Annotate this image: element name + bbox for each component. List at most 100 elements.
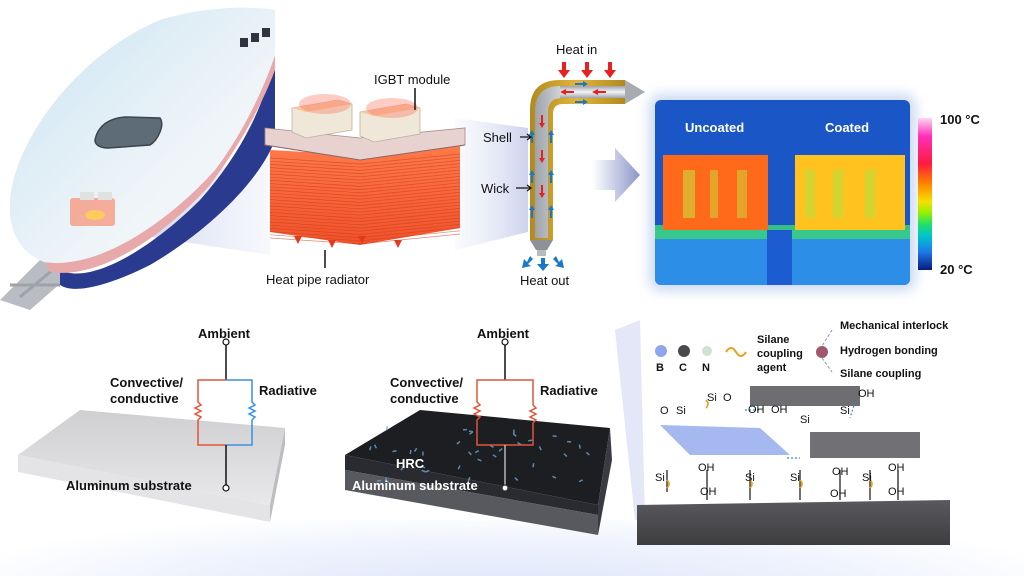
scale-max-label: 100 °C bbox=[940, 112, 980, 127]
legend-silane-1: Silane bbox=[757, 334, 790, 346]
heat-out-label: Heat out bbox=[520, 273, 570, 288]
fin-line bbox=[269, 224, 461, 235]
hrc-fleck bbox=[369, 446, 372, 451]
hrc-fleck bbox=[512, 433, 517, 437]
hrc-fleck bbox=[457, 465, 461, 470]
thermal-image: Uncoated Coated bbox=[655, 100, 910, 285]
fin-line bbox=[269, 153, 461, 165]
fin-line bbox=[269, 188, 461, 200]
legend-silane-2: coupling bbox=[757, 348, 803, 360]
uncoated-label: Uncoated bbox=[685, 120, 745, 135]
chem-oh: OH bbox=[748, 404, 765, 416]
hrc-fleck bbox=[409, 449, 412, 455]
fin-line bbox=[269, 198, 461, 210]
heat-in-label: Heat in bbox=[556, 42, 598, 57]
fin-line bbox=[269, 192, 461, 203]
legend-c: C bbox=[679, 362, 687, 374]
hrc-fleck bbox=[538, 446, 542, 451]
chem-oh: OH bbox=[858, 388, 875, 400]
hrc-fleck bbox=[413, 447, 418, 452]
hrc-fleck bbox=[463, 428, 468, 431]
fin-line bbox=[269, 172, 461, 184]
fin-line bbox=[269, 166, 461, 178]
chem-si: Si bbox=[655, 472, 665, 484]
fin-line bbox=[269, 179, 461, 190]
fin-line bbox=[269, 201, 461, 213]
wick-label: Wick bbox=[481, 181, 510, 196]
legend-n: N bbox=[702, 362, 710, 374]
fin-line bbox=[269, 211, 461, 222]
hrc-fleck bbox=[552, 475, 557, 479]
hrc-fleck bbox=[400, 466, 404, 471]
hrc-fleck bbox=[422, 451, 424, 456]
legend-mechanical-interlock: Mechanical interlock bbox=[840, 320, 949, 332]
hrc-fleck bbox=[514, 477, 519, 481]
hrc-fleck bbox=[532, 463, 535, 468]
conductive-label-coated: conductive bbox=[390, 391, 459, 406]
hrc-fleck bbox=[456, 440, 461, 445]
fin-line bbox=[269, 217, 461, 229]
hrc-fleck bbox=[392, 450, 397, 453]
aluminum-substrate-label-coated: Aluminum substrate bbox=[352, 478, 478, 493]
chem-oh: OH bbox=[830, 488, 847, 500]
chem-si: Si bbox=[800, 414, 810, 426]
radiative-label-bare: Radiative bbox=[259, 383, 317, 398]
hrc-fleck bbox=[421, 469, 426, 473]
heat-pipe-radiator-label: Heat pipe radiator bbox=[266, 272, 370, 287]
hrc-fleck bbox=[425, 469, 430, 473]
chem-si: Si bbox=[790, 472, 800, 484]
hrc-fleck bbox=[498, 448, 503, 452]
igbt-module-label: IGBT module bbox=[374, 72, 451, 87]
fin-line bbox=[269, 182, 461, 194]
temperature-colorbar bbox=[918, 118, 932, 270]
hrc-fleck bbox=[386, 426, 388, 431]
fin-line bbox=[269, 220, 461, 232]
hrc-fleck bbox=[585, 451, 590, 456]
aluminum-substrate-label-bare: Aluminum substrate bbox=[66, 478, 192, 493]
hrc-fleck bbox=[578, 479, 584, 483]
hrc-fleck bbox=[552, 435, 557, 438]
fin-line bbox=[269, 214, 461, 226]
boron-atom-icon bbox=[655, 345, 667, 357]
fin-line bbox=[269, 176, 461, 187]
hrc-fleck bbox=[376, 479, 382, 482]
legend-silane-coupling: Silane coupling bbox=[840, 368, 922, 380]
hrc-fleck bbox=[386, 480, 391, 485]
hrc-fleck bbox=[567, 440, 572, 443]
chem-oh: OH bbox=[888, 486, 905, 498]
fin-line bbox=[269, 163, 461, 174]
fin-line bbox=[269, 160, 461, 171]
chem-oh: OH bbox=[771, 404, 788, 416]
hrc-fleck bbox=[467, 476, 471, 482]
hrc-fleck bbox=[384, 477, 388, 482]
hrc-fleck bbox=[474, 450, 480, 454]
chem-si: Si bbox=[745, 472, 755, 484]
hrc-fleck bbox=[513, 429, 515, 434]
shell-label: Shell bbox=[483, 130, 512, 145]
scale-min-label: 20 °C bbox=[940, 262, 973, 277]
chem-si: Si bbox=[707, 392, 717, 404]
convective-label-bare: Convective/ bbox=[110, 375, 183, 390]
hrc-fleck bbox=[528, 439, 533, 442]
radiative-label-coated: Radiative bbox=[540, 383, 598, 398]
hrc-fleck bbox=[578, 444, 581, 449]
thermal-radiators bbox=[655, 155, 910, 285]
chem-si: Si bbox=[862, 472, 872, 484]
convective-label-coated: Convective/ bbox=[390, 375, 463, 390]
chem-oh: OH bbox=[832, 466, 849, 478]
chem-o: O bbox=[660, 405, 669, 417]
hrc-fleck bbox=[477, 458, 482, 462]
fin-line bbox=[269, 156, 461, 168]
legend-silane-3: agent bbox=[757, 362, 787, 374]
chem-si: Si bbox=[676, 405, 686, 417]
carbon-atom-icon bbox=[678, 345, 690, 357]
hrc-fleck bbox=[468, 451, 472, 456]
nitrogen-atom-icon bbox=[702, 346, 712, 356]
silane-agent-icon bbox=[725, 347, 747, 357]
